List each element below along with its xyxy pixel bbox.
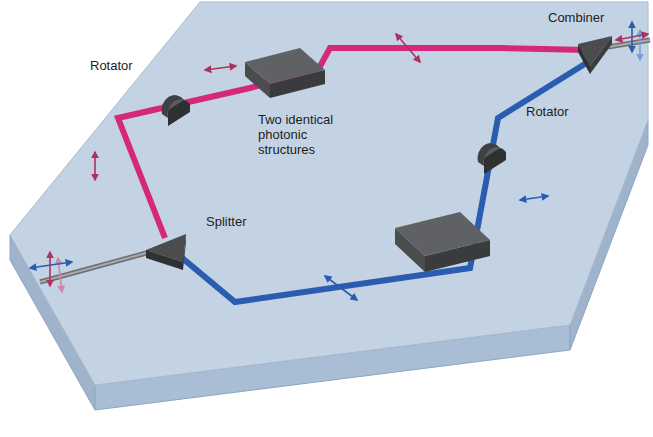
fiber-stub bbox=[40, 40, 650, 282]
polarization-rotator bbox=[162, 95, 190, 126]
photonic-structure bbox=[395, 212, 490, 272]
substrate-slab bbox=[10, 2, 648, 410]
part-label: Rotator bbox=[90, 58, 133, 73]
part-label: Splitter bbox=[206, 214, 246, 229]
polarization-arrow bbox=[30, 22, 648, 300]
combiner-prism bbox=[578, 36, 612, 74]
part-label: Combiner bbox=[548, 10, 604, 25]
splitter-prism bbox=[146, 234, 186, 270]
polarization-rotator bbox=[478, 143, 506, 174]
photonic-structure bbox=[245, 48, 325, 98]
waveguide bbox=[118, 48, 588, 302]
part-label: Rotator bbox=[526, 104, 569, 119]
part-label: Two identical photonic structures bbox=[258, 112, 353, 157]
